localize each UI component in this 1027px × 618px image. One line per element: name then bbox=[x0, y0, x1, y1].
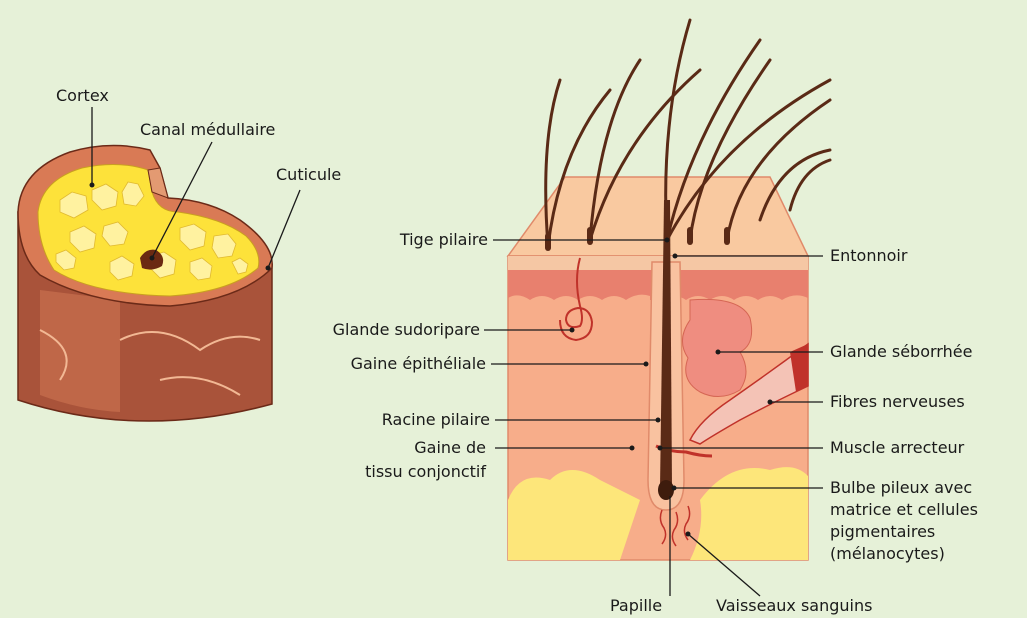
label-cuticule: Cuticule bbox=[276, 165, 341, 185]
label-gaine-tissu-line1: Gaine de bbox=[320, 438, 486, 458]
label-bulbe-line4: (mélanocytes) bbox=[830, 544, 945, 564]
label-gaine-tissu-line2: tissu conjonctif bbox=[320, 462, 486, 482]
label-canal-medullaire: Canal médullaire bbox=[140, 120, 275, 140]
label-cortex: Cortex bbox=[56, 86, 109, 106]
hair-bulb bbox=[658, 480, 674, 500]
label-vaisseaux-sanguins: Vaisseaux sanguins bbox=[716, 596, 872, 616]
label-glande-seborrhee: Glande séborrhée bbox=[830, 342, 972, 362]
label-bulbe-line1: Bulbe pileux avec bbox=[830, 478, 972, 498]
label-bulbe-line3: pigmentaires bbox=[830, 522, 935, 542]
hair-shaft-highlight bbox=[40, 290, 120, 412]
label-tige-pilaire: Tige pilaire bbox=[330, 230, 488, 250]
hair-cross-section bbox=[18, 145, 272, 421]
label-gaine-epitheliale: Gaine épithéliale bbox=[290, 354, 486, 374]
label-muscle-arrecteur: Muscle arrecteur bbox=[830, 438, 964, 458]
skin-block bbox=[508, 177, 808, 560]
label-glande-sudoripare: Glande sudoripare bbox=[290, 320, 480, 340]
cortex-layer bbox=[38, 164, 259, 296]
sebaceous-gland bbox=[682, 299, 751, 396]
label-racine-pilaire: Racine pilaire bbox=[320, 410, 490, 430]
label-fibres-nerveuses: Fibres nerveuses bbox=[830, 392, 965, 412]
label-papille: Papille bbox=[610, 596, 662, 616]
label-entonnoir: Entonnoir bbox=[830, 246, 907, 266]
label-bulbe-line2: matrice et cellules bbox=[830, 500, 978, 520]
